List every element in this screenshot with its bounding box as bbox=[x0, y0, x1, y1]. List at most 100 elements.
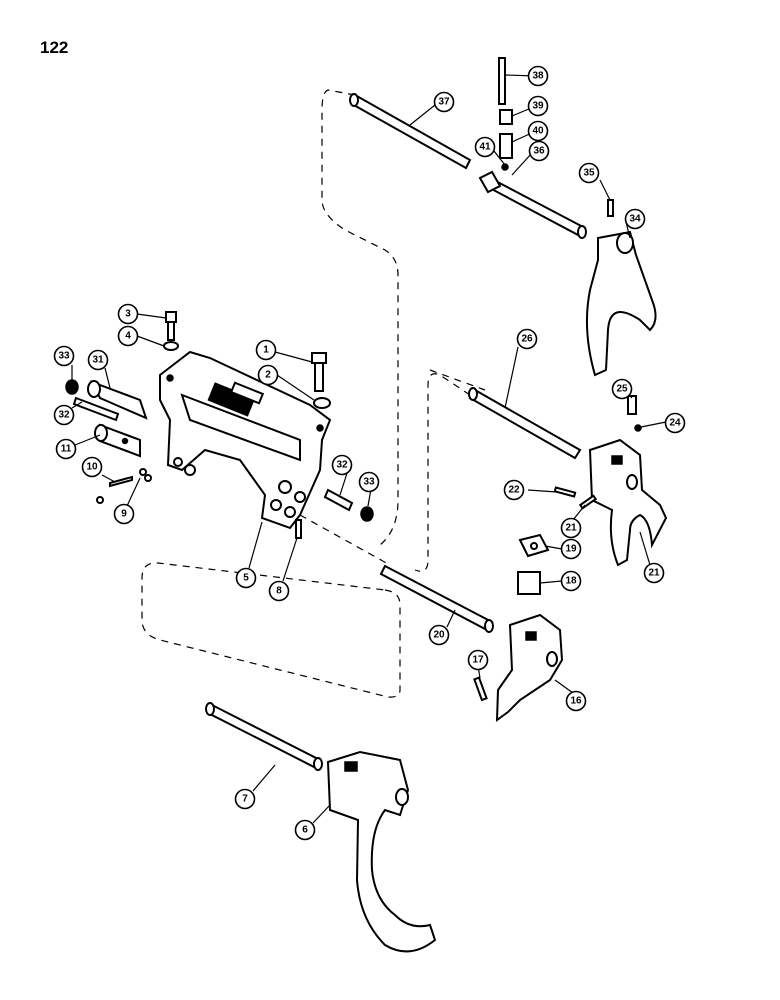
callout-19: 19 bbox=[560, 538, 582, 560]
callout-label: 39 bbox=[532, 101, 544, 112]
callout-label: 10 bbox=[86, 462, 98, 473]
guide-line-to-shaft-20 bbox=[299, 514, 391, 566]
pin-17 bbox=[473, 676, 488, 702]
bolt-3 bbox=[165, 311, 177, 341]
block-19 bbox=[518, 533, 550, 558]
ball-9c bbox=[144, 474, 152, 482]
callout-11: 11 bbox=[55, 438, 77, 460]
callout-35: 35 bbox=[578, 162, 600, 184]
guide-line-upper bbox=[321, 89, 399, 546]
pin-35 bbox=[607, 199, 614, 217]
callout-9: 9 bbox=[113, 503, 135, 525]
callout-33-left: 33 bbox=[53, 345, 75, 367]
callout-label: 21 bbox=[565, 523, 577, 534]
callout-label: 17 bbox=[472, 655, 484, 666]
callout-40: 40 bbox=[527, 120, 549, 142]
callout-36: 36 bbox=[528, 140, 550, 162]
callout-25: 25 bbox=[611, 378, 633, 400]
pin-8 bbox=[295, 519, 302, 539]
callout-label: 1 bbox=[263, 345, 269, 356]
callout-label: 34 bbox=[629, 214, 641, 225]
callout-label: 21 bbox=[648, 568, 660, 579]
callout-24: 24 bbox=[664, 412, 686, 434]
callout-label: 4 bbox=[125, 331, 131, 342]
callout-32-left: 32 bbox=[53, 404, 75, 426]
callout-label: 32 bbox=[336, 460, 348, 471]
callout-32-right: 32 bbox=[331, 454, 353, 476]
bolt-1 bbox=[311, 352, 327, 392]
guide-line-lower bbox=[141, 562, 401, 698]
pin-22 bbox=[578, 494, 598, 510]
callout-8: 8 bbox=[268, 580, 290, 602]
callout-26: 26 bbox=[516, 328, 538, 350]
callout-37: 37 bbox=[433, 91, 455, 113]
callout-label: 3 bbox=[125, 309, 131, 320]
shift-rail-20 bbox=[379, 564, 494, 633]
guide-line-to-shaft-26 bbox=[429, 369, 486, 391]
callout-label: 33 bbox=[363, 477, 375, 488]
plunger-39 bbox=[499, 109, 513, 125]
pin-10 bbox=[109, 475, 133, 488]
callout-label: 2 bbox=[265, 370, 271, 381]
callout-10: 10 bbox=[81, 456, 103, 478]
plug-33-right bbox=[360, 506, 374, 522]
shift-fork-21 bbox=[588, 438, 668, 567]
shift-fork-6 bbox=[326, 750, 437, 953]
callout-34: 34 bbox=[624, 208, 646, 230]
ball-9b bbox=[139, 468, 147, 476]
shift-rail-36 bbox=[478, 170, 587, 239]
callout-16: 16 bbox=[565, 690, 587, 712]
shift-rail-7 bbox=[205, 702, 323, 771]
washer-2 bbox=[313, 397, 331, 409]
callout-17: 17 bbox=[467, 649, 489, 671]
spring-18 bbox=[517, 571, 541, 595]
callout-label: 18 bbox=[565, 576, 577, 587]
callout-label: 19 bbox=[565, 544, 577, 555]
callout-label: 37 bbox=[438, 97, 450, 108]
callout-label: 35 bbox=[583, 168, 595, 179]
callout-1: 1 bbox=[255, 339, 277, 361]
callout-label: 40 bbox=[532, 126, 544, 137]
spring-32-right bbox=[323, 488, 354, 512]
shift-rail-26 bbox=[468, 387, 582, 460]
callout-5: 5 bbox=[235, 567, 257, 589]
callout-label: 16 bbox=[570, 696, 582, 707]
callout-38: 38 bbox=[527, 65, 549, 87]
ball-24 bbox=[634, 424, 642, 432]
shift-rail-37 bbox=[349, 93, 472, 170]
callout-label: 41 bbox=[479, 142, 491, 153]
page-number: 122 bbox=[40, 38, 69, 57]
callout-33-right: 33 bbox=[358, 471, 380, 493]
shift-fork-34 bbox=[585, 230, 657, 377]
callout-7: 7 bbox=[234, 788, 256, 810]
callout-label: 31 bbox=[92, 355, 104, 366]
callout-21: 21 bbox=[643, 562, 665, 584]
callout-label: 24 bbox=[669, 418, 681, 429]
callout-label: 8 bbox=[276, 586, 282, 597]
callout-3: 3 bbox=[117, 303, 139, 325]
callout-label: 11 bbox=[61, 444, 72, 455]
shift-fork-16 bbox=[495, 613, 564, 723]
callout-31: 31 bbox=[87, 349, 109, 371]
callout-label: 26 bbox=[521, 334, 533, 345]
callout-2: 2 bbox=[257, 364, 279, 386]
callout-label: 32 bbox=[58, 410, 70, 421]
washer-4 bbox=[163, 341, 179, 351]
callout-label: 33 bbox=[58, 351, 70, 362]
callout-label: 7 bbox=[242, 794, 248, 805]
callout-label: 9 bbox=[121, 509, 127, 520]
rod-38 bbox=[498, 57, 506, 105]
callout-label: 5 bbox=[243, 573, 249, 584]
callout-label: 25 bbox=[616, 384, 628, 395]
pin-23 bbox=[553, 486, 577, 498]
shifter-housing bbox=[159, 350, 332, 530]
ball-9a bbox=[96, 496, 104, 504]
callout-22: 21 bbox=[560, 517, 582, 539]
spring-25 bbox=[627, 395, 637, 415]
callout-4: 4 bbox=[117, 325, 139, 347]
ball-41 bbox=[501, 163, 509, 171]
callout-label: 22 bbox=[508, 485, 520, 496]
spring-40 bbox=[499, 133, 513, 159]
sleeve-11 bbox=[94, 423, 141, 458]
